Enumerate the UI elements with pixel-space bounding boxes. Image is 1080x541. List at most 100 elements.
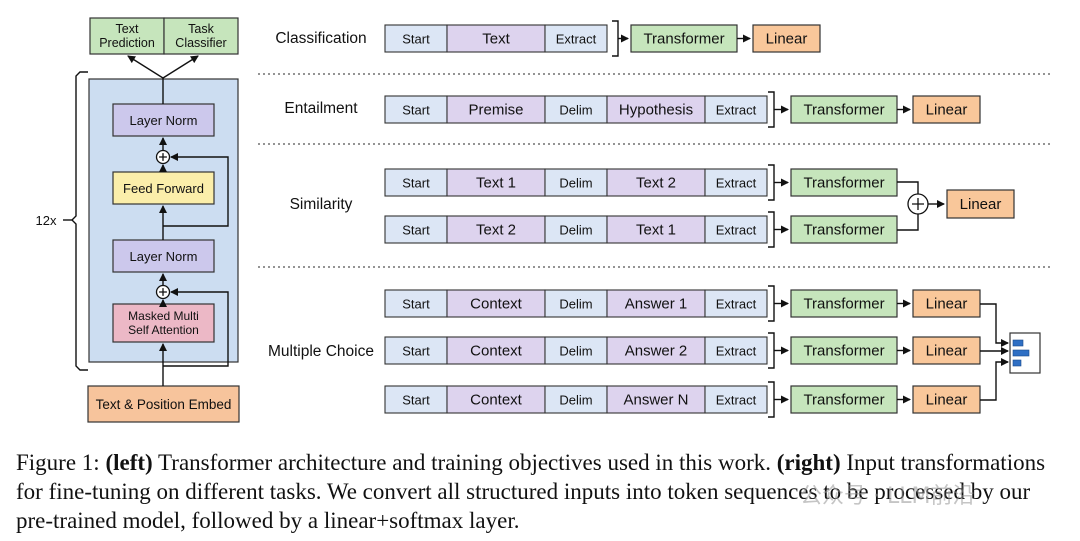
similarity-linear-box <box>946 189 1015 219</box>
residual-ff <box>163 153 229 227</box>
token-label: Delim <box>559 102 592 117</box>
caption-right-tag: (right) <box>776 450 841 475</box>
token-label: Start <box>402 343 430 358</box>
token-answer-2: Answer 2 <box>606 336 706 365</box>
task-classifier-output-box <box>163 17 239 55</box>
mc-bracket-3 <box>768 381 775 418</box>
mc-linear-3-label: Linear <box>926 391 968 408</box>
layer-norm-bottom-box <box>112 239 215 273</box>
similarity-linear: Linear <box>946 189 1015 219</box>
token-context: Context <box>446 289 546 318</box>
token-label: Start <box>402 222 430 237</box>
token-start: Start <box>384 385 448 414</box>
text-position-embed: Text & Position Embed <box>87 385 240 423</box>
caption-part-1: Transformer architecture and training ob… <box>152 450 777 475</box>
token-text-2: Text 2 <box>446 215 546 244</box>
token-extract: Extract <box>704 95 768 124</box>
similarity-transformer-2-label: Transformer <box>803 221 884 238</box>
token-label: Start <box>402 31 430 46</box>
mc-transformer-1-label: Transformer <box>803 295 884 312</box>
classification-transformer: Transformer <box>630 24 738 53</box>
token-extract: Extract <box>704 336 768 365</box>
classification-label: Classification <box>275 30 366 47</box>
token-answer-1: Answer 1 <box>606 289 706 318</box>
token-delim: Delim <box>544 336 608 365</box>
repeat-bracket <box>71 71 88 371</box>
token-label: Extract <box>556 31 597 46</box>
mc-linear-3: Linear <box>912 385 981 414</box>
token-delim: Delim <box>544 215 608 244</box>
layer-norm-top: Layer Norm <box>112 103 215 137</box>
token-label: Delim <box>559 175 592 190</box>
similarity-transformer-2-box <box>790 215 898 244</box>
token-label: Start <box>402 392 430 407</box>
layer-norm-top-label: Layer Norm <box>130 113 198 128</box>
mc-linear-2: Linear <box>912 336 981 365</box>
repeat-label: 12x <box>36 213 57 228</box>
mc-linear-1-box <box>912 289 981 318</box>
token-delim: Delim <box>544 95 608 124</box>
token-context: Context <box>446 385 546 414</box>
token-text: Text <box>446 24 546 53</box>
mc-transformer-2-label: Transformer <box>803 342 884 359</box>
token-label: Delim <box>559 392 592 407</box>
token-delim: Delim <box>544 385 608 414</box>
sim-merge-2 <box>897 214 919 231</box>
classification-linear-box <box>752 24 821 53</box>
entailment-linear-box <box>912 95 981 124</box>
token-start: Start <box>384 24 448 53</box>
token-label: Answer N <box>623 391 688 408</box>
token-label: Extract <box>716 392 757 407</box>
to-task-classifier <box>162 55 199 79</box>
mc-transformer-3: Transformer <box>790 385 898 414</box>
token-label: Delim <box>559 343 592 358</box>
token-answer-n: Answer N <box>606 385 706 414</box>
token-label: Start <box>402 296 430 311</box>
residual-add-bottom <box>155 284 171 300</box>
token-label: Premise <box>468 101 523 118</box>
entailment-bracket <box>768 91 775 128</box>
token-label: Context <box>470 295 523 312</box>
mc-bracket-2 <box>768 332 775 369</box>
token-start: Start <box>384 336 448 365</box>
classification-linear: Linear <box>752 24 821 53</box>
token-label: Extract <box>716 296 757 311</box>
mc-merge-3 <box>980 358 1009 401</box>
token-context: Context <box>446 336 546 365</box>
entailment-label: Entailment <box>284 100 358 117</box>
mc-bracket-1 <box>768 285 775 322</box>
token-label: Start <box>402 175 430 190</box>
token-start: Start <box>384 215 448 244</box>
token-label: Context <box>470 342 523 359</box>
mc-tokens-3: Start Context Delim Answer N Extract <box>384 385 768 414</box>
token-label: Text 2 <box>636 174 676 191</box>
mc-transformer-2-box <box>790 336 898 365</box>
text-position-embed-box <box>87 385 240 423</box>
mc-linear-3-box <box>912 385 981 414</box>
similarity-label: Similarity <box>290 196 353 213</box>
token-extract: Extract <box>704 385 768 414</box>
entailment-transformer: Transformer <box>790 95 898 124</box>
token-label: Context <box>470 391 523 408</box>
token-delim: Delim <box>544 168 608 197</box>
similarity-transformer-1-label: Transformer <box>803 174 884 191</box>
masked-self-attention-box <box>112 303 215 343</box>
token-start: Start <box>384 95 448 124</box>
mc-transformer-3-box <box>790 385 898 414</box>
token-text-2: Text 2 <box>606 168 706 197</box>
entailment-linear-label: Linear <box>926 101 968 118</box>
token-label: Text 2 <box>476 221 516 238</box>
softmax-bar-2 <box>1012 349 1030 357</box>
token-extract: Extract <box>704 168 768 197</box>
token-text-1: Text 1 <box>446 168 546 197</box>
residual-add-top <box>155 149 171 165</box>
softmax-output-icon <box>1009 332 1041 374</box>
